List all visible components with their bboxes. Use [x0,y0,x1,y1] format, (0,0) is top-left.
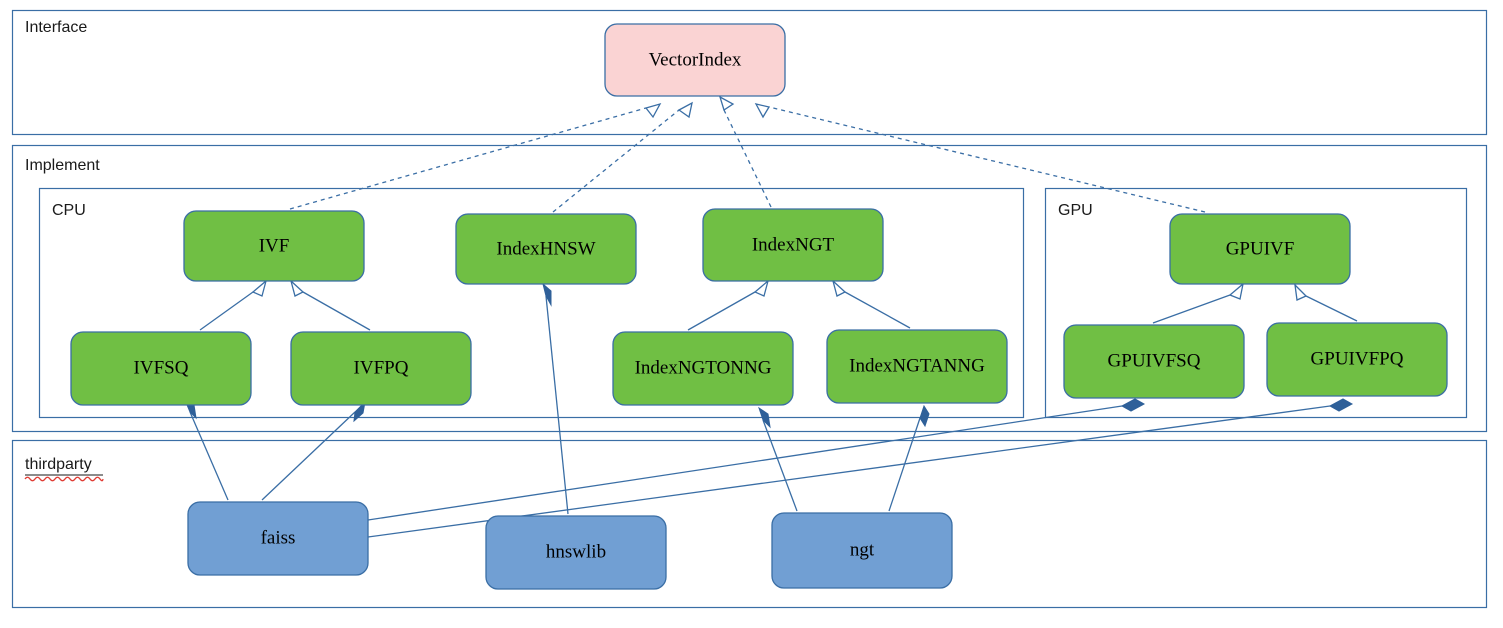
group-label-cpu: CPU [52,202,86,219]
node-indexngt[interactable]: IndexNGT [702,208,884,282]
node-indexngtonng[interactable]: IndexNGTONNG [612,331,794,406]
node-label-indexngtonng: IndexNGTONNG [635,357,772,378]
node-label-ivfsq: IVFSQ [134,357,189,378]
edge-ivf-realizes-vectorindex[interactable] [289,102,662,210]
group-labels: Interface Implement CPU GPU thirdparty [24,19,1093,482]
edge-ngt-composes-indexngtanng[interactable] [888,404,930,512]
edge-indexngtanng-extends-indexngt[interactable] [831,279,911,329]
edge-ivfpq-extends-ivf[interactable] [289,279,371,331]
node-label-gpuivfpq: GPUIVFPQ [1311,348,1404,369]
node-gpuivfpq[interactable]: GPUIVFPQ [1266,322,1448,397]
node-faiss[interactable]: faiss [187,501,369,576]
node-indexngtanng[interactable]: IndexNGTANNG [826,329,1008,404]
group-label-gpu: GPU [1058,202,1093,219]
nodes: VectorIndex IVF IndexHNSW IndexNGT GPUIV… [70,23,1448,590]
node-label-ivfpq: IVFPQ [354,357,409,378]
node-label-indexhnsw: IndexHNSW [496,238,595,259]
edge-indexngt-realizes-vectorindex[interactable] [718,95,772,208]
group-label-interface: Interface [25,19,87,36]
node-hnswlib[interactable]: hnswlib [485,515,667,590]
node-label-ivf: IVF [259,235,290,256]
node-label-ngt: ngt [850,539,875,560]
group-label-implement: Implement [25,157,100,174]
node-ivfsq[interactable]: IVFSQ [70,331,252,406]
node-label-faiss: faiss [261,527,296,548]
node-label-vectorindex: VectorIndex [649,49,742,70]
edge-gpuivfsq-extends-gpuivf[interactable] [1152,282,1245,324]
node-gpuivf[interactable]: GPUIVF [1169,213,1351,285]
node-label-gpuivf: GPUIVF [1226,238,1295,259]
group-label-thirdparty: thirdparty [25,456,92,473]
node-vectorindex[interactable]: VectorIndex [604,23,786,97]
node-label-indexngt: IndexNGT [752,234,835,255]
node-ivf[interactable]: IVF [183,210,365,282]
edge-faiss-composes-gpuivfsq[interactable] [367,398,1146,521]
edge-ivfsq-extends-ivf[interactable] [199,279,268,331]
edge-ngt-composes-indexngtonng[interactable] [758,406,798,512]
edge-hnswlib-composes-indexhnsw[interactable] [542,282,569,515]
node-label-hnswlib: hnswlib [546,541,606,562]
edge-indexngtonng-extends-indexngt[interactable] [687,279,770,331]
edges [183,95,1358,538]
edge-faiss-composes-gpuivfpq[interactable] [367,398,1354,538]
node-label-indexngtanng: IndexNGTANNG [849,355,985,376]
node-indexhnsw[interactable]: IndexHNSW [455,213,637,285]
edge-gpuivf-realizes-vectorindex[interactable] [754,103,1206,213]
edge-indexhnsw-realizes-vectorindex[interactable] [552,101,693,213]
node-ngt[interactable]: ngt [771,512,953,589]
node-ivfpq[interactable]: IVFPQ [290,331,472,406]
node-label-gpuivfsq: GPUIVFSQ [1108,350,1201,371]
edge-gpuivfpq-extends-gpuivf[interactable] [1294,283,1358,322]
node-gpuivfsq[interactable]: GPUIVFSQ [1063,324,1245,399]
spellcheck-squiggle-icon [24,476,104,482]
